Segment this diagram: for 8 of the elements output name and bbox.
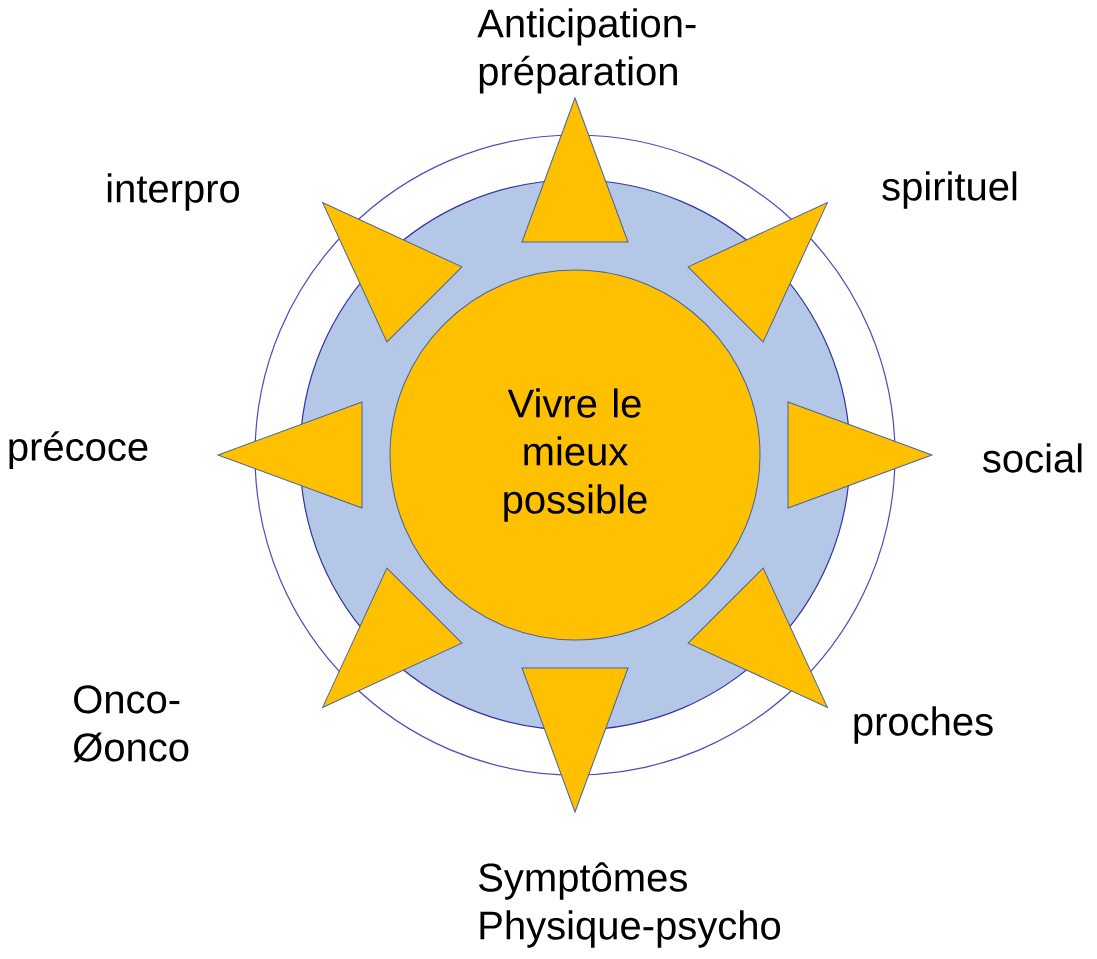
side-label: Symptômes Physique-psycho bbox=[479, 862, 781, 948]
side-label: précoce bbox=[9, 431, 148, 469]
side-label: spirituel bbox=[882, 171, 1017, 209]
side-label: proches bbox=[854, 706, 993, 744]
side-label: interpro bbox=[107, 173, 240, 211]
side-label: Onco-Øonco bbox=[73, 685, 189, 763]
side-label: social bbox=[983, 443, 1082, 473]
side-label: Anticipation-préparation bbox=[477, 8, 696, 94]
